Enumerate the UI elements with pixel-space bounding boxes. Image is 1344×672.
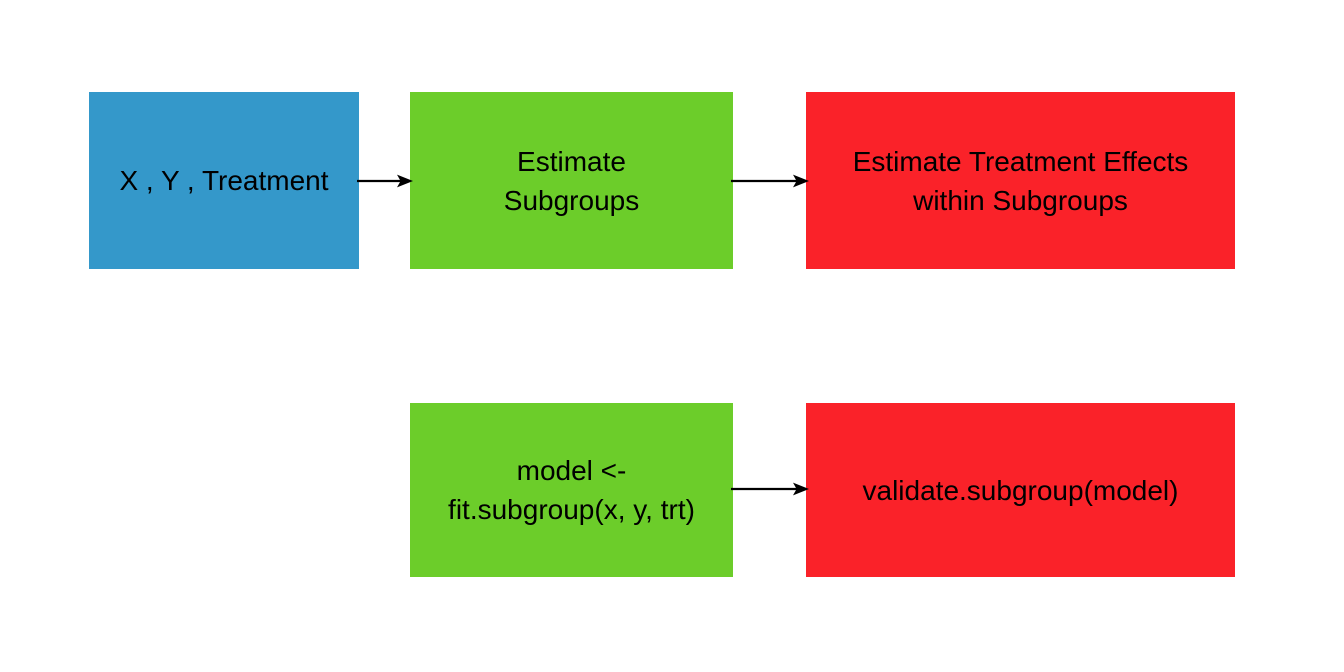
- node-validate-subgroup-code[interactable]: validate.subgroup(model): [806, 403, 1235, 577]
- node-estimate-subgroups[interactable]: Estimate Subgroups: [410, 92, 733, 269]
- node-data-inputs[interactable]: X , Y , Treatment: [89, 92, 359, 269]
- node-estimate-subgroups-label: Estimate Subgroups: [503, 145, 640, 216]
- node-validate-subgroup-code-label: validate.subgroup(model): [862, 474, 1179, 506]
- node-fit-subgroup-code[interactable]: model <- fit.subgroup(x, y, trt): [410, 403, 733, 577]
- node-estimate-treatment-effects-label: Estimate Treatment Effects within Subgro…: [852, 145, 1189, 216]
- node-estimate-treatment-effects[interactable]: Estimate Treatment Effects within Subgro…: [806, 92, 1235, 269]
- arrow-estimate-subgroups-to-effects-icon: [731, 174, 809, 188]
- arrow-data-to-estimate-subgroups-icon: [357, 174, 413, 188]
- node-data-inputs-label: X , Y , Treatment: [119, 165, 329, 196]
- arrow-fit-subgroup-to-validate-subgroup-icon: [731, 482, 809, 496]
- node-fit-subgroup-code-label: model <- fit.subgroup(x, y, trt): [448, 455, 695, 525]
